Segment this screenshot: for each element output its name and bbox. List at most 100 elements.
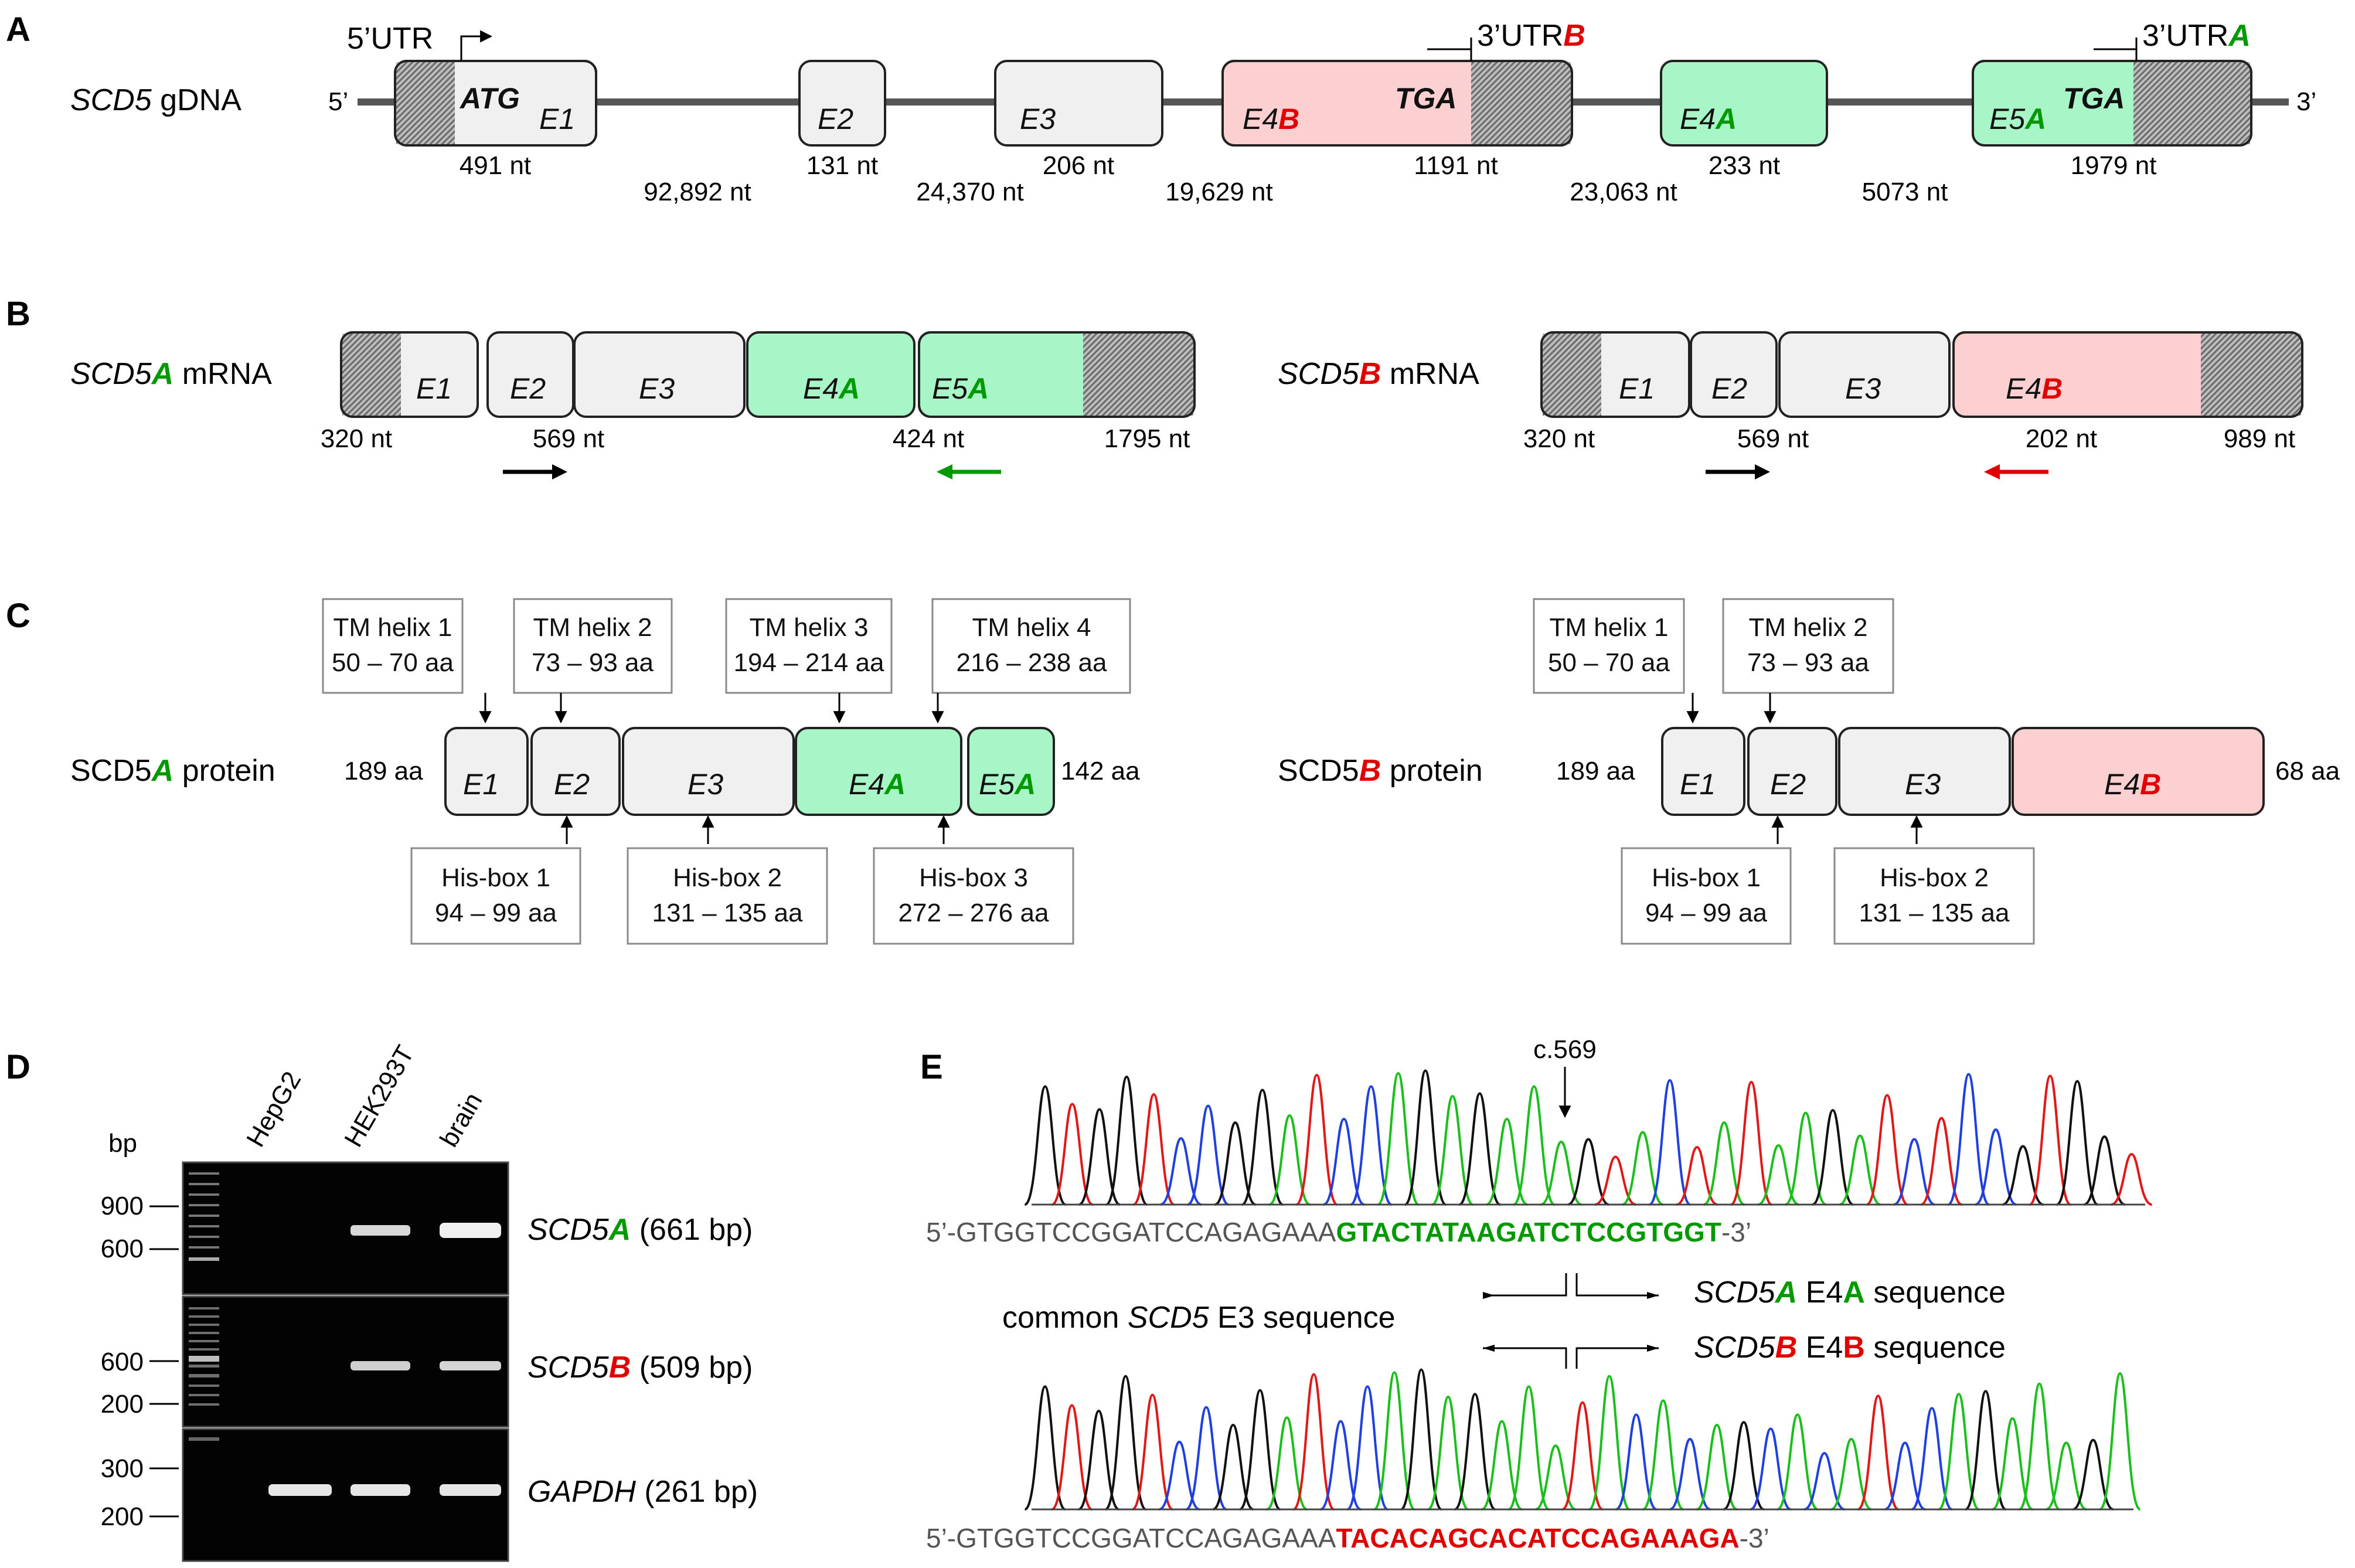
aa-count: 68 aa [2275, 757, 2340, 785]
intron-length: 92,892 nt [644, 178, 751, 206]
chromatogram-peak [1513, 1085, 1556, 1206]
three-prime-label: 3’ [2296, 87, 2316, 116]
exon-length: 206 nt [1043, 151, 1114, 180]
gdna-e5a-label: E5A [1989, 103, 2046, 135]
his-title: His-box 1 [1652, 863, 1761, 892]
chromatogram-peak [1131, 1393, 1173, 1511]
aa-count: 142 aa [1061, 757, 1140, 785]
tm-title: TM helix 2 [533, 613, 652, 642]
atg-label: ATG [459, 82, 520, 115]
chromatogram-peak [1723, 1421, 1765, 1511]
tm-range: 73 – 93 aa [532, 648, 654, 677]
chromatogram-peak [1777, 1413, 1819, 1511]
chromatogram-peak [2083, 1135, 2125, 1206]
chromatogram-peak [1377, 1072, 1420, 1206]
tm-title: TM helix 3 [750, 613, 869, 642]
panel-a: A SCD5 gDNA 5’ 3’ ATG E1 491 nt 5’UTR E2… [6, 11, 2316, 206]
chromatogram-peak [1947, 1073, 1990, 1206]
chromatogram-peak [1785, 1111, 1827, 1206]
panel-label-a: A [6, 11, 30, 49]
chromatogram-peak [1866, 1094, 1908, 1206]
scd5b-mrna: E1 E2 E3 E4B [1540, 331, 2303, 418]
tss-arrow-icon [460, 30, 493, 61]
mrna-a-position: 320 nt [321, 424, 392, 453]
gel-row-label-scd5b: SCD5B (509 bp) [528, 1351, 753, 1385]
forward-primer-arrow-icon [1706, 464, 1770, 479]
chromatogram-peak [1323, 1117, 1365, 1206]
chromatogram-peak [1051, 1103, 1094, 1206]
chromatogram-peak [1676, 1145, 1718, 1206]
chromatogram-peak [2019, 1382, 2060, 1511]
chromatogram-peak [1803, 1451, 1845, 1511]
chromatogram-peak [2072, 1438, 2114, 1511]
chromatogram-peak [1266, 1416, 1308, 1511]
scd5b-protein-label: SCD5B protein [1278, 754, 1483, 788]
lane-label: HepG2 [241, 1067, 307, 1152]
his-range: 94 – 99 aa [435, 899, 557, 927]
chromatogram-peak [1293, 1373, 1335, 1511]
panel-e: E c.569 5’-GTGGTCCGGATCCAGAGAAAGTACTATAA… [920, 1035, 2153, 1553]
position-label: c.569 [1533, 1035, 1597, 1064]
chromatogram-peak [1507, 1385, 1550, 1511]
tm-range: 194 – 214 aa [734, 648, 884, 677]
mrna-b-position: 569 nt [1737, 424, 1809, 453]
scd5a-mrna-label: SCD5A mRNA [70, 357, 272, 391]
chromatogram-peak [1160, 1137, 1202, 1206]
his-range: 272 – 276 aa [899, 899, 1049, 927]
chromatogram-peak [1975, 1128, 2017, 1206]
utr3a-label: 3’UTRA [2142, 19, 2251, 53]
his-box: His-box 2 131 – 135 aa [1833, 847, 2035, 945]
prot-b-e3-label: E3 [1905, 768, 1941, 801]
chromatogram-peak [1431, 1094, 1474, 1206]
chromatogram-peak [1241, 1089, 1284, 1206]
his-arrow-icon [560, 815, 950, 844]
chromatogram-peak [1346, 1385, 1389, 1511]
exon-length: 233 nt [1709, 151, 1780, 180]
arrowhead-icon [1647, 1292, 1659, 1299]
tm-range: 73 – 93 aa [1747, 648, 1869, 677]
exon-length: 1191 nt [1414, 151, 1498, 180]
utr3b-stop-icon [1427, 38, 1472, 61]
mrna-a-e2-label: E2 [510, 372, 546, 405]
chromatogram-peak [1481, 1420, 1523, 1511]
forward-primer-arrow-icon [503, 464, 567, 479]
exon-length: 131 nt [806, 151, 878, 180]
arrowhead-icon [1647, 1345, 1659, 1352]
gdna-label: SCD5 gDNA [70, 83, 241, 117]
tm-range: 50 – 70 aa [332, 648, 454, 677]
scd5b-e4b-label: SCD5B E4B sequence [1694, 1331, 2006, 1365]
prot-a-e4a-label: E4A [849, 768, 906, 801]
gel-scd5a [182, 1161, 509, 1295]
chromatogram-peak [1078, 1409, 1119, 1511]
panel-d: D bp HepG2 HEK293T brain 900 600 SCD5A (… [6, 1040, 758, 1562]
prot-a-e1-label: E1 [463, 768, 499, 801]
scd5b-mrna-label: SCD5B mRNA [1278, 357, 1479, 391]
his-range: 131 – 135 aa [1859, 899, 2010, 927]
chromatogram-peak [1615, 1413, 1658, 1511]
chromatogram-peak [2099, 1372, 2141, 1511]
tm-title: TM helix 2 [1749, 613, 1868, 642]
chromatogram-peak [1839, 1134, 1881, 1206]
utr3a-stop-icon [2094, 38, 2138, 61]
chromatogram-peak [1214, 1121, 1257, 1206]
scd5a-e4a-label: SCD5A E4A sequence [1694, 1276, 2006, 1309]
chromatogram-peak [1938, 1393, 1980, 1511]
chromatogram-peak [2029, 1074, 2071, 1206]
chromatogram-peak [1427, 1395, 1469, 1511]
chromatogram-peak [2056, 1080, 2098, 1206]
chromatogram-peak [1458, 1092, 1501, 1206]
tm-helix-box: TM helix 3 194 – 214 aa [725, 598, 893, 694]
intron-length: 19,629 nt [1165, 178, 1273, 206]
sequence-top: 5’-GTGGTCCGGATCCAGAGAAAGTACTATAAGATCTCCG… [926, 1217, 1751, 1247]
gdna-exon-e1: ATG E1 [394, 60, 597, 147]
gdna-exon-e2: E2 [798, 60, 886, 147]
chromatogram-peak [1078, 1108, 1121, 1206]
chromatogram-peak [1696, 1423, 1738, 1511]
mrna-b-position: 320 nt [1523, 424, 1595, 453]
chromatogram-peak [1051, 1404, 1093, 1511]
gel-scd5b [182, 1295, 509, 1428]
chromatogram-peak [1642, 1399, 1684, 1511]
arrowhead-icon [1483, 1345, 1495, 1352]
chromatogram-peak [1594, 1155, 1636, 1206]
chromatogram-peak [1024, 1085, 1066, 1206]
